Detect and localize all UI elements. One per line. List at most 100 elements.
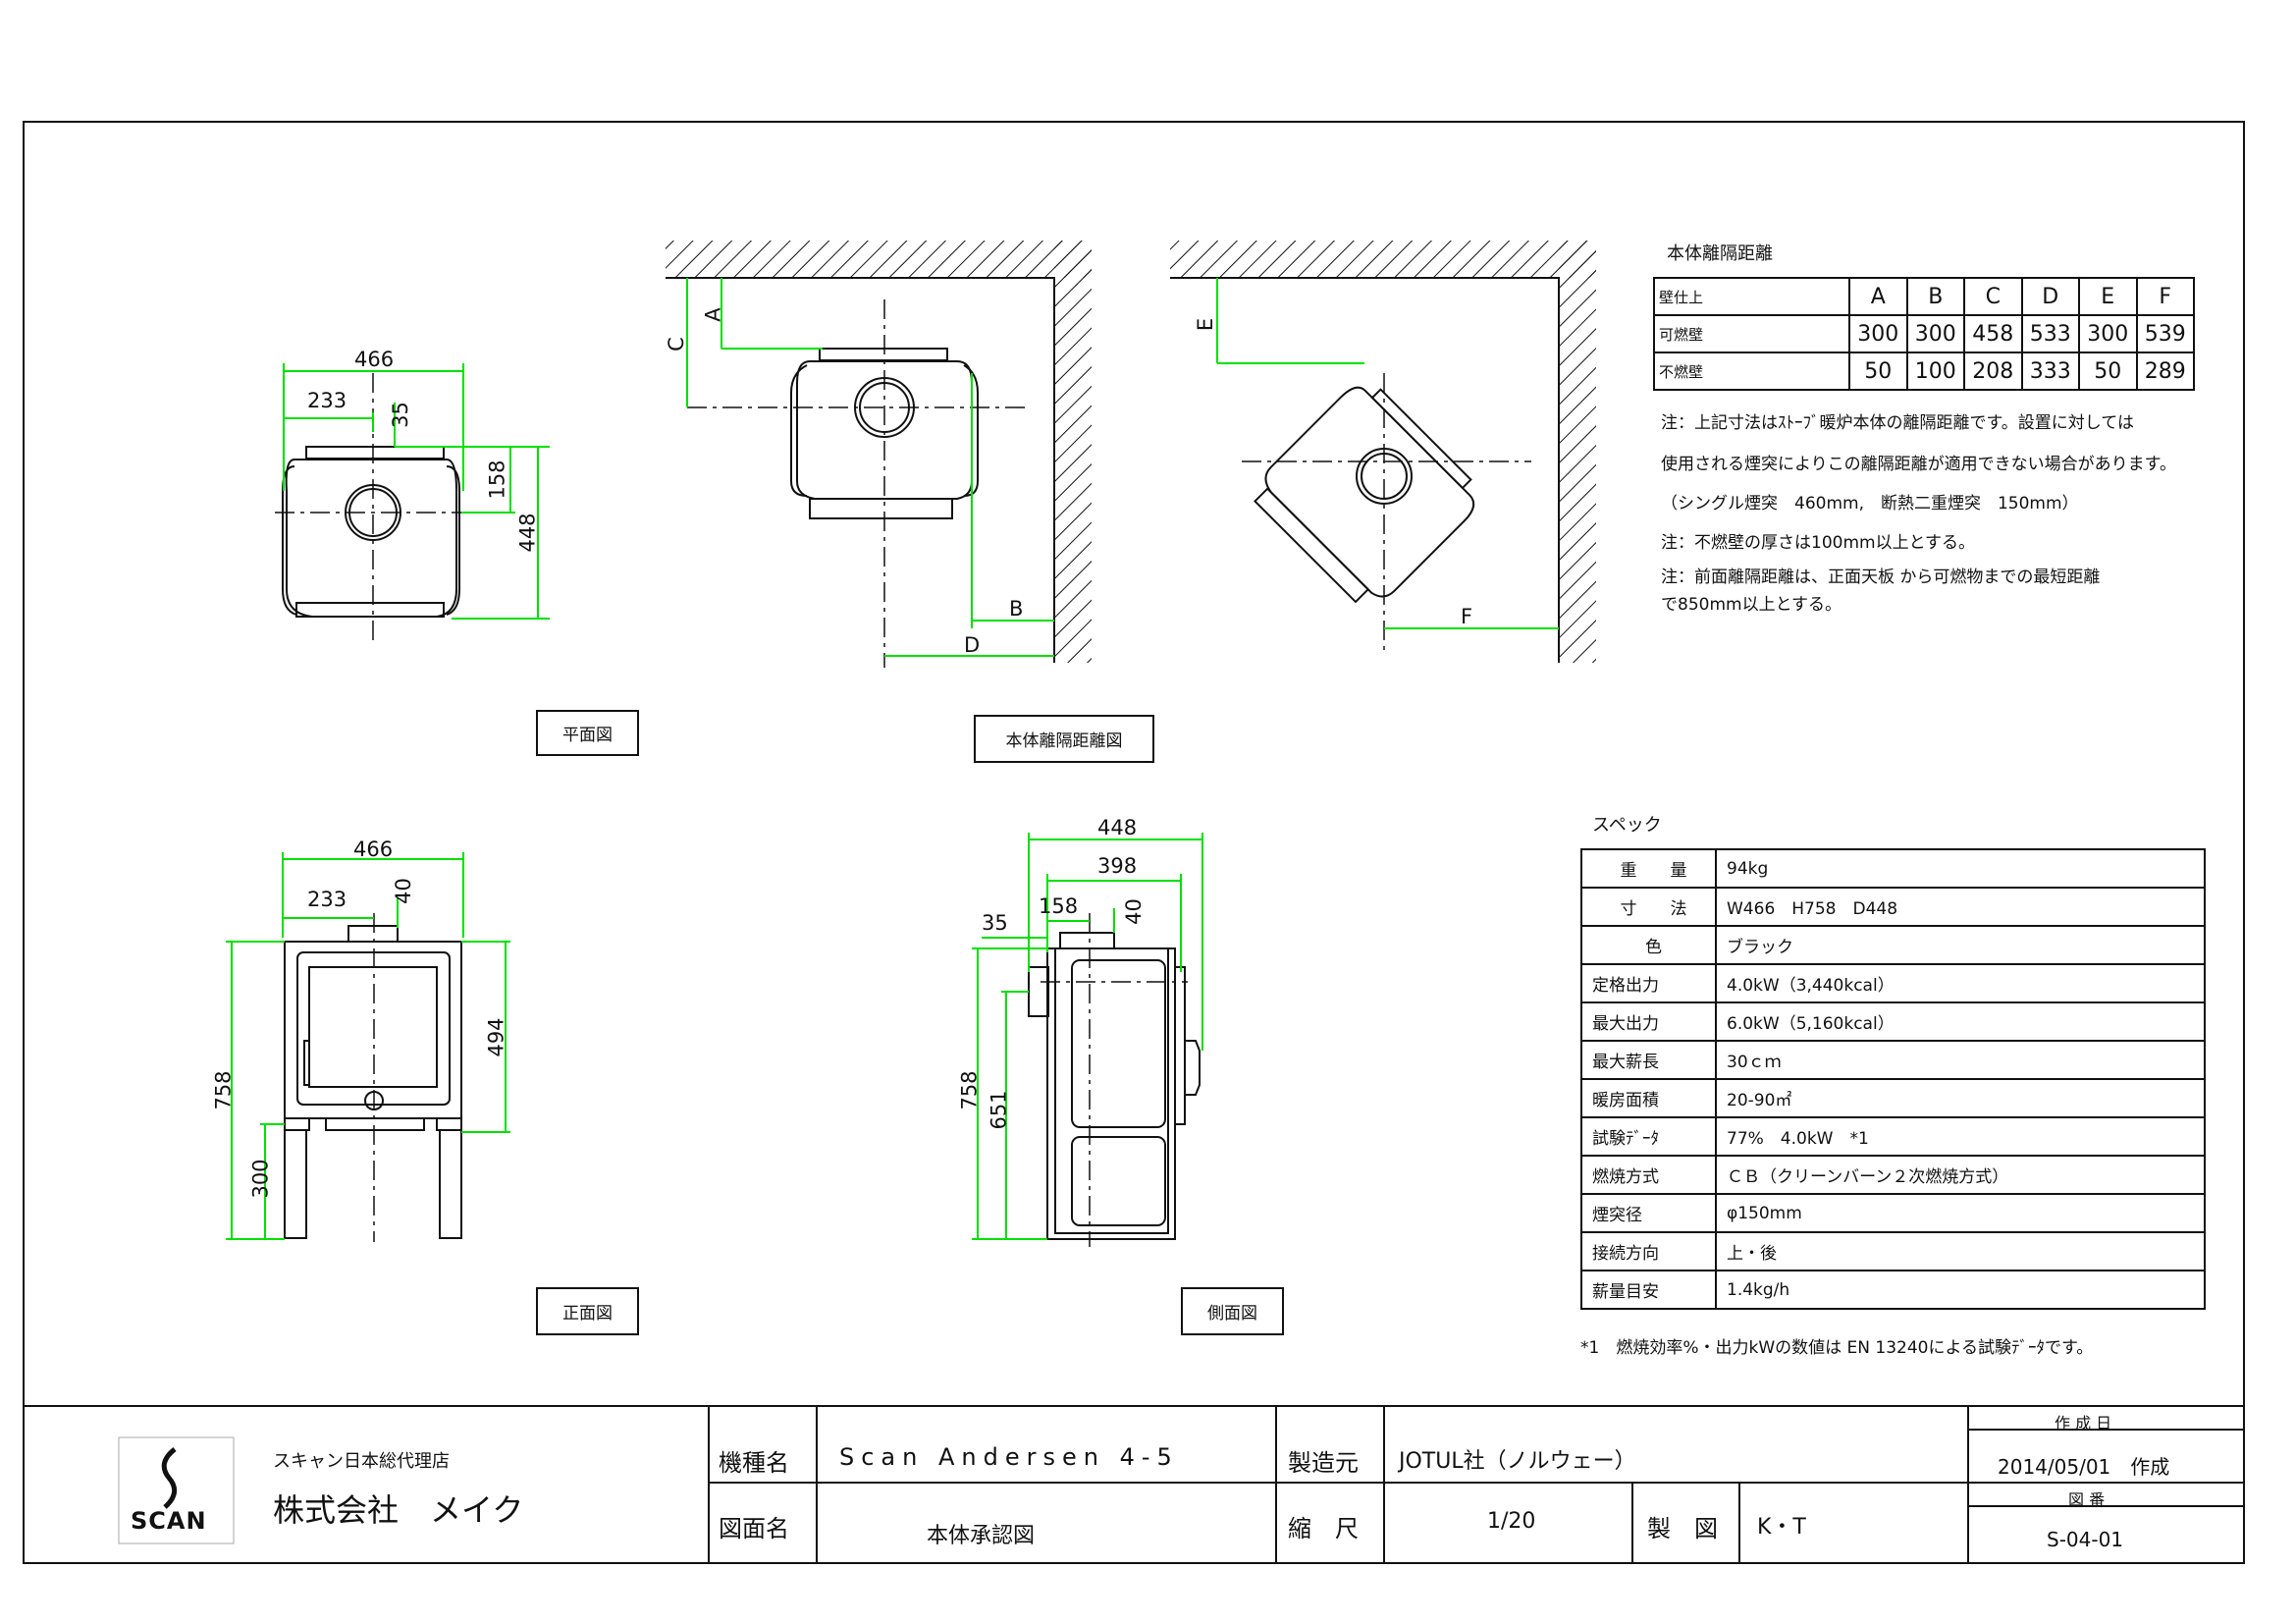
clearance-cell: 539	[2135, 314, 2195, 353]
spec-value: 77% 4.0kW *1	[1715, 1116, 2206, 1157]
side-dim-flue-pos: 158	[1039, 894, 1079, 918]
clearance-view-axes-2	[1242, 373, 1531, 653]
spec-value: W466 H758 D448	[1715, 887, 2206, 927]
spec-key: 試験ﾃﾞｰﾀ	[1580, 1116, 1717, 1157]
clearance-view-dims-2	[1216, 278, 1559, 629]
clearance-note: 使用される煙突によりこの離隔距離が適用できない場合があります。	[1661, 455, 2176, 474]
side-view-label: 側面図	[1181, 1287, 1284, 1335]
spec-value: 94kg	[1715, 848, 2206, 889]
clearance-view-wall-1	[666, 241, 1092, 663]
company-name: 株式会社 メイク	[273, 1491, 524, 1529]
clearance-cell: 289	[2135, 352, 2195, 391]
drafter-label: 製 図	[1647, 1515, 1718, 1542]
scale-label: 縮 尺	[1288, 1515, 1359, 1542]
front-dim-body-height: 494	[484, 1017, 508, 1057]
drawing-label: 図面名	[719, 1515, 789, 1542]
clearance-cell: 可燃壁	[1653, 314, 1850, 353]
spec-key: 接続方向	[1580, 1231, 1717, 1271]
spec-key: 最大出力	[1580, 1001, 1717, 1042]
clearance-title: 本体離隔距離	[1667, 243, 1773, 264]
clearance-cell: 300	[1848, 314, 1908, 353]
spec-key: 重 量	[1580, 848, 1717, 889]
clearance-view-stove-1	[687, 299, 1031, 668]
spec-row: 接続方向上・後	[1580, 1231, 2206, 1271]
clearance-note: で850mm以上とする。	[1661, 595, 1842, 615]
front-view-drawing	[284, 913, 462, 1242]
clearance-letter-d: D	[964, 633, 981, 657]
spec-value: 30ｃｍ	[1715, 1040, 2206, 1080]
clearance-note: 注：上記寸法はｽﾄｰﾌﾞ暖炉本体の離隔距離です。設置に対しては	[1661, 413, 2134, 433]
side-dim-body-height: 651	[987, 1090, 1011, 1130]
clearance-note: 注：前面離隔距離は、正面天板 から可燃物までの最短距離	[1661, 568, 2101, 587]
clearance-letter-b: B	[1009, 597, 1024, 621]
clearance-note: （シングル煙突 460mm, 断熱二重煙突 150mm）	[1661, 494, 2079, 514]
drawing-value: 本体承認図	[927, 1524, 1036, 1548]
scan-logo-text: SCAN	[131, 1507, 207, 1535]
spec-value: 20-90㎡	[1715, 1078, 2206, 1118]
spec-value: ブラック	[1715, 925, 2206, 965]
plan-dim-width: 466	[354, 348, 395, 371]
spec-footnote: *1 燃焼効率%・出力kWの数値は EN 13240による試験ﾃﾞｰﾀです。	[1580, 1338, 2094, 1358]
spec-key: 暖房面積	[1580, 1078, 1717, 1118]
clearance-letter-e: E	[1194, 317, 1218, 332]
plan-dim-half: 233	[307, 389, 347, 412]
side-dim-flue-offset: 40	[1121, 898, 1146, 925]
clearance-cell: 300	[2078, 314, 2138, 353]
scan-logo-mark	[161, 1447, 178, 1509]
clearance-letter-a: A	[701, 307, 725, 322]
spec-value: 上・後	[1715, 1231, 2206, 1271]
spec-key: 最大薪長	[1580, 1040, 1717, 1080]
spec-key: 煙突径	[1580, 1193, 1717, 1233]
plan-dim-depth: 448	[515, 513, 540, 553]
plan-dim-offset: 35	[388, 402, 412, 428]
model-value: Scan Andersen 4-5	[839, 1443, 1179, 1471]
clearance-header-cell: A	[1848, 277, 1908, 316]
spec-value: φ150mm	[1715, 1193, 2206, 1233]
clearance-cell: 100	[1905, 352, 1965, 391]
clearance-view-stove-2	[1254, 386, 1475, 604]
front-dim-width: 466	[353, 838, 394, 861]
spec-value: 1.4kg/h	[1715, 1270, 2206, 1310]
plan-dim-depth-top: 158	[485, 460, 509, 500]
spec-key: 燃焼方式	[1580, 1155, 1717, 1195]
model-label: 機種名	[719, 1449, 789, 1477]
scale-value: 1/20	[1487, 1509, 1536, 1534]
spec-value: 6.0kW（5,160kcal）	[1715, 1001, 2206, 1042]
side-dim-depth-inner: 398	[1097, 854, 1138, 878]
created-value: 2014/05/01 作成	[1998, 1455, 2170, 1479]
clearance-view-wall-2	[1170, 241, 1596, 663]
clearance-row: 可燃壁 300 300 458 533 300 539	[1653, 314, 2195, 353]
spec-key: 定格出力	[1580, 963, 1717, 1003]
clearance-cell: 50	[1848, 352, 1908, 391]
side-view-drawing	[1028, 913, 1201, 1247]
spec-row: 色ブラック	[1580, 925, 2206, 965]
clearance-cell: 208	[1963, 352, 2023, 391]
number-value: S-04-01	[2047, 1528, 2124, 1551]
plan-view-label: 平面図	[536, 710, 639, 756]
clearance-header-cell: F	[2135, 277, 2195, 316]
side-dim-height: 758	[957, 1070, 982, 1110]
clearance-cell: 458	[1963, 314, 2023, 353]
side-dim-depth: 448	[1097, 816, 1138, 839]
maker-label: 製造元	[1288, 1449, 1359, 1477]
clearance-letter-f: F	[1461, 605, 1473, 628]
clearance-letter-c: C	[664, 337, 688, 352]
clearance-view-label: 本体離隔距離図	[974, 715, 1154, 763]
front-dim-leg-height: 300	[248, 1159, 273, 1199]
clearance-row: 不燃壁 50 100 208 333 50 289	[1653, 352, 2195, 391]
clearance-cell: 300	[1905, 314, 1965, 353]
front-view-label: 正面図	[536, 1287, 639, 1335]
created-label: 作 成 日	[2055, 1414, 2112, 1433]
agent-name: スキャン日本総代理店	[273, 1451, 450, 1472]
